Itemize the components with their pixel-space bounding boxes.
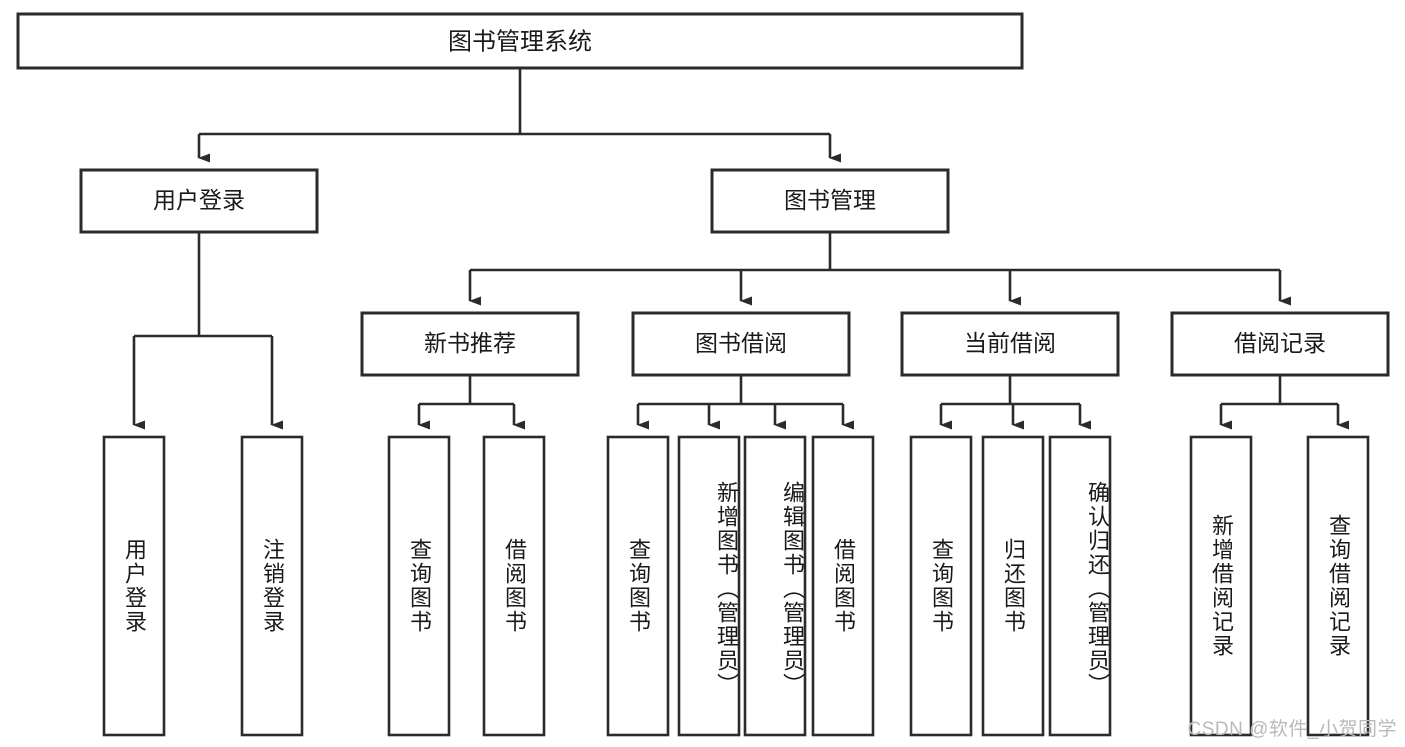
node-root-label: 图书管理系统 bbox=[448, 28, 592, 55]
csdn-watermark: CSDN @软件_小贺同学 bbox=[1187, 719, 1397, 740]
node-book-borrow-box bbox=[631, 311, 851, 377]
node-borrow-records-box bbox=[1170, 311, 1390, 377]
node-root[interactable]: 图书管理系统 bbox=[16, 12, 1024, 70]
node-current-borrow-label: 当前借阅 bbox=[964, 330, 1056, 356]
node-book-borrow[interactable]: 图书借阅 bbox=[631, 311, 851, 377]
node-current-borrow[interactable]: 当前借阅 bbox=[900, 311, 1120, 377]
leaf-box-borrow-book-a[interactable] bbox=[482, 435, 546, 737]
node-new-book-recommend-box bbox=[360, 311, 580, 377]
leaf-box-confirm-return[interactable] bbox=[1048, 435, 1112, 737]
leaf-box-borrow-book-b[interactable] bbox=[811, 435, 875, 737]
leaf-box-query-record[interactable] bbox=[1306, 435, 1370, 737]
leaf-box-return-book[interactable] bbox=[981, 435, 1045, 737]
leaf-boxes bbox=[102, 435, 1370, 737]
leaf-box-add-record[interactable] bbox=[1189, 435, 1253, 737]
edge-book-mgmt-to-level3 bbox=[468, 232, 1291, 306]
node-user-login-label: 用户登录 bbox=[153, 187, 245, 213]
node-current-borrow-box bbox=[900, 311, 1120, 377]
node-borrow-records[interactable]: 借阅记录 bbox=[1170, 311, 1390, 377]
node-book-management-box bbox=[710, 168, 950, 234]
node-new-book-recommend-label: 新书推荐 bbox=[424, 330, 516, 356]
edge-new-book-recommend-to-leaves bbox=[417, 375, 525, 430]
node-user-login[interactable]: 用户登录 bbox=[79, 168, 319, 234]
leaf-box-query-book-c[interactable] bbox=[909, 435, 973, 737]
edge-borrow-records-to-leaves bbox=[1219, 375, 1349, 430]
edge-book-borrow-to-leaves bbox=[636, 375, 854, 430]
edge-root-to-level2 bbox=[197, 68, 841, 163]
leaf-box-edit-book[interactable] bbox=[743, 435, 807, 737]
node-book-borrow-label: 图书借阅 bbox=[695, 330, 787, 356]
node-root-box bbox=[16, 12, 1024, 70]
leaf-box-query-book-a[interactable] bbox=[387, 435, 451, 737]
leaf-box-logout[interactable] bbox=[240, 435, 304, 737]
node-borrow-records-label: 借阅记录 bbox=[1234, 330, 1326, 356]
node-book-management-label: 图书管理 bbox=[784, 187, 876, 213]
edge-user-login-to-leaves bbox=[132, 232, 283, 430]
node-new-book-recommend[interactable]: 新书推荐 bbox=[360, 311, 580, 377]
edge-current-borrow-to-leaves bbox=[939, 375, 1091, 430]
node-book-management[interactable]: 图书管理 bbox=[710, 168, 950, 234]
leaf-box-user-login[interactable] bbox=[102, 435, 166, 737]
leaf-box-add-book[interactable] bbox=[677, 435, 741, 737]
leaf-box-query-book-b[interactable] bbox=[606, 435, 670, 737]
